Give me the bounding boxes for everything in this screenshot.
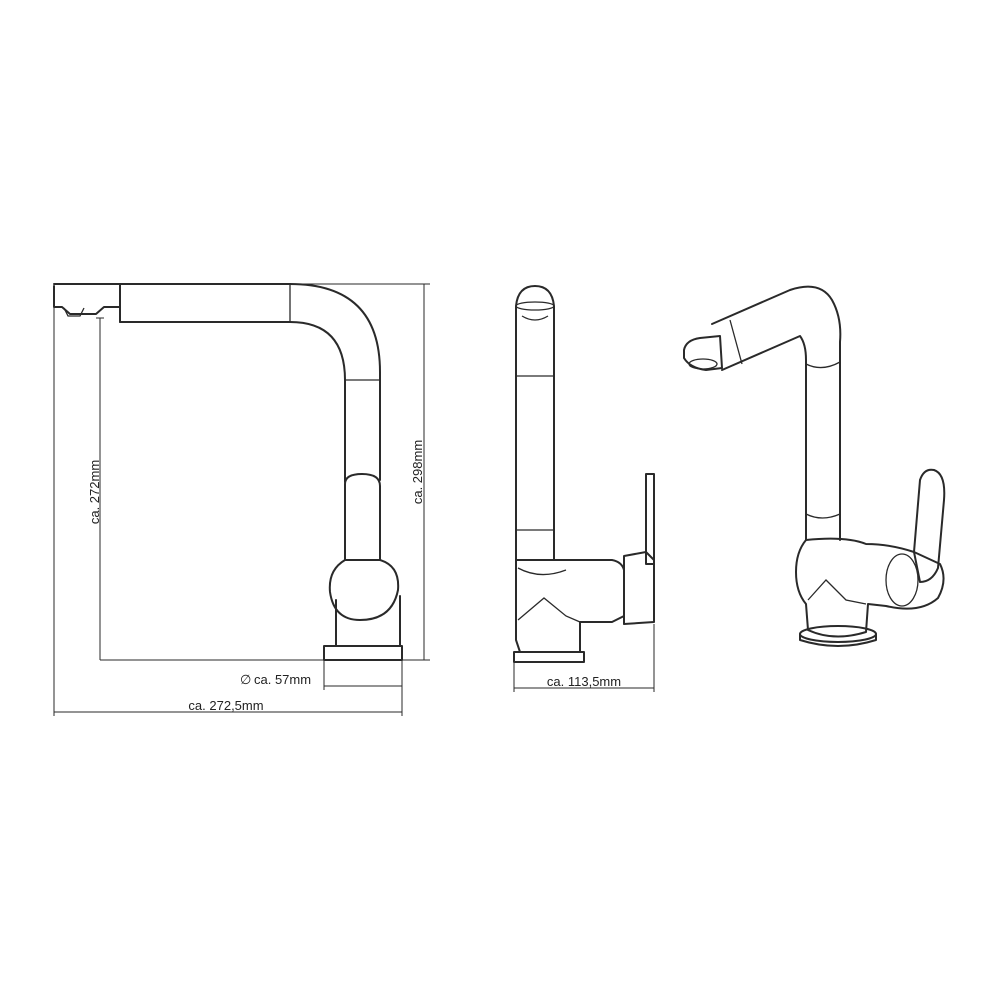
side-spout-tip	[515, 301, 555, 311]
diameter-symbol: ∅	[240, 672, 251, 687]
side-aerator	[521, 315, 549, 321]
side-view-faucet	[513, 285, 655, 663]
perspective-column-seam	[805, 361, 841, 369]
perspective-spout-outer	[711, 285, 842, 541]
side-lever-blade	[645, 473, 655, 565]
perspective-lever	[913, 468, 946, 583]
front-dimensions	[53, 283, 430, 716]
side-body-curve	[517, 567, 567, 576]
side-dimensions	[513, 624, 655, 692]
front-spout-nozzle	[53, 285, 121, 315]
side-base	[513, 651, 585, 663]
perspective-lever-cap	[885, 553, 919, 607]
side-column	[515, 285, 555, 561]
perspective-view-faucet	[683, 285, 946, 647]
perspective-column-seam-low	[805, 513, 841, 519]
spout-height-label: ca. 272mm	[87, 460, 102, 524]
front-base	[323, 645, 403, 661]
side-body-facet	[517, 597, 581, 623]
perspective-spout-inner	[721, 335, 807, 541]
total-height-label: ca. 298mm	[410, 440, 425, 504]
side-depth-label: ca. 113,5mm	[547, 674, 621, 689]
total-reach-label: ca. 272,5mm	[188, 698, 263, 713]
perspective-nozzle	[683, 335, 723, 371]
front-body-neck	[335, 595, 401, 647]
front-lever-handle	[344, 473, 381, 561]
front-spout-inner	[119, 306, 346, 483]
front-view-faucet	[53, 283, 403, 661]
perspective-aerator	[688, 358, 718, 370]
side-lever-base	[623, 551, 655, 625]
perspective-spout-joint	[729, 319, 743, 365]
front-spout-outer	[53, 283, 381, 481]
front-body	[328, 559, 400, 621]
perspective-body	[795, 537, 945, 638]
perspective-body-facet	[807, 579, 867, 605]
base-diameter-label: ca. 57mm	[254, 672, 311, 687]
perspective-base	[799, 633, 877, 647]
perspective-base-top	[799, 625, 877, 643]
front-spout-aerator	[63, 307, 85, 317]
